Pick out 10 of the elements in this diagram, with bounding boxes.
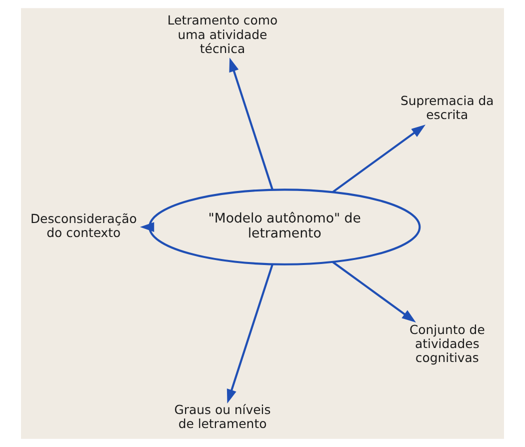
arrow [332,261,416,322]
arrow [332,124,426,193]
node-text: Desconsideração do contexto [30,210,137,240]
arrow [140,222,154,232]
node-text: Letramento como uma atividade técnica [167,12,278,56]
node-text: Supremacia da escrita [400,92,494,122]
arrow [226,264,274,404]
arrow [229,58,274,190]
node-text: Graus ou níveis de letramento [174,402,271,432]
node-text: Conjunto de atividades cognitivas [409,322,485,366]
